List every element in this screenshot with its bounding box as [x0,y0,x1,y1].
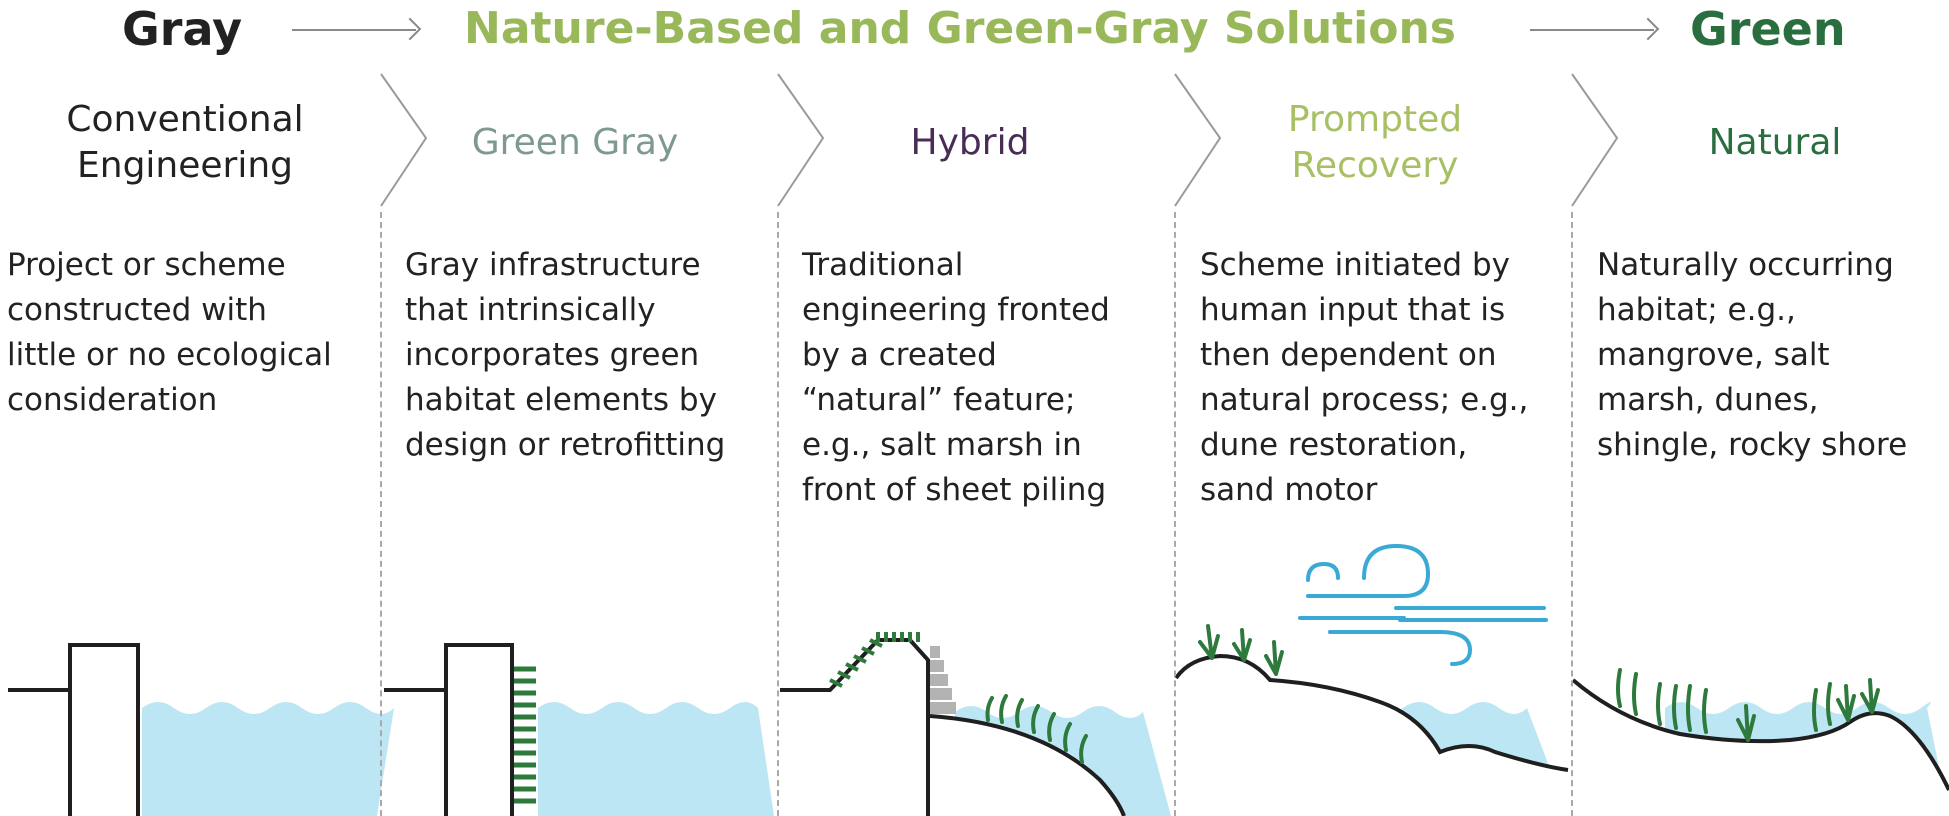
col-desc-natural: Naturally occurring habitat; e.g., mangr… [1597,243,1947,468]
desc-line: dune restoration, [1200,427,1468,463]
col-title-natural: Natural [1708,122,1842,163]
header-gray-label: Gray [122,2,243,56]
column-divider-2 [777,212,779,816]
col-desc-hybrid: Traditional engineering fronted by a cre… [802,243,1170,513]
col-title-conventional: Conventional Engineering [66,99,304,186]
chevron-separator-4 [1571,73,1619,207]
chevron-separator-1 [380,73,428,207]
desc-line: front of sheet piling [802,472,1107,508]
illustration-green-gray-wall [384,643,774,816]
header-arrow-right [1530,29,1654,31]
desc-line: Naturally occurring [1597,247,1894,283]
desc-line: design or retrofitting [405,427,726,463]
column-divider-4 [1571,212,1573,816]
chevron-separator-3 [1174,73,1222,207]
desc-line: natural process; e.g., [1200,382,1529,418]
desc-line: engineering fronted [802,292,1110,328]
desc-line: “natural” feature; [802,382,1076,418]
desc-line: constructed with [7,292,267,328]
desc-line: habitat elements by [405,382,717,418]
desc-line: then dependent on [1200,337,1497,373]
desc-line: human input that is [1200,292,1506,328]
header-green-label: Green [1690,2,1846,56]
desc-line: Project or scheme [7,247,286,283]
chevron-separator-2 [777,73,825,207]
illustration-seawall [8,643,394,816]
desc-line: incorporates green [405,337,700,373]
header-nbs-label: Nature-Based and Green-Gray Solutions [464,3,1456,54]
desc-line: consideration [7,382,218,418]
desc-line: shingle, rocky shore [1597,427,1908,463]
desc-line: e.g., salt marsh in [802,427,1082,463]
col-title-hybrid: Hybrid [910,122,1030,163]
desc-line: mangrove, salt [1597,337,1830,373]
col-title-green-gray: Green Gray [471,122,679,163]
col-desc-prompted-recovery: Scheme initiated by human input that is … [1200,243,1568,513]
desc-line: by a created [802,337,997,373]
desc-line: little or no ecological [7,337,332,373]
illustration-natural-shore [1571,668,1949,816]
illustration-dune [1174,543,1569,816]
desc-line: Traditional [802,247,964,283]
col-desc-green-gray: Gray infrastructure that intrinsically i… [405,243,773,468]
header-arrow-left [292,29,416,31]
wind-icon [1298,543,1548,666]
col-title-prompted-recovery: Prompted Recovery [1287,99,1463,186]
desc-line: habitat; e.g., [1597,292,1796,328]
desc-line: that intrinsically [405,292,656,328]
column-divider-1 [380,212,382,816]
col-desc-conventional: Project or scheme constructed with littl… [7,243,375,423]
desc-line: marsh, dunes, [1597,382,1819,418]
desc-line: Scheme initiated by [1200,247,1510,283]
column-divider-3 [1174,212,1176,816]
illustration-hybrid [780,632,1171,816]
desc-line: Gray infrastructure [405,247,701,283]
desc-line: sand motor [1200,472,1378,508]
